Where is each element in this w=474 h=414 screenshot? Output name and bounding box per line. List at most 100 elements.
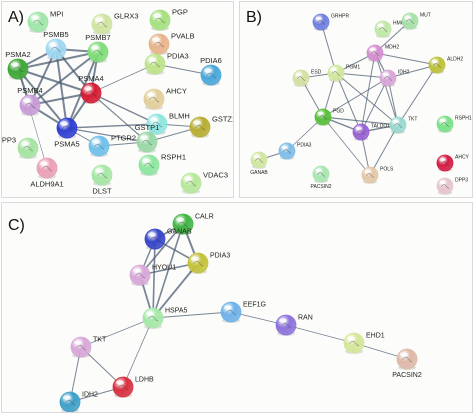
node-ahcy[interactable]: AHCY bbox=[436, 154, 470, 172]
node-label-calr: CALR bbox=[195, 214, 214, 221]
node-pvalb[interactable]: PVALB bbox=[148, 32, 195, 56]
protein-structure-icon bbox=[149, 96, 160, 103]
node-ball bbox=[436, 177, 454, 195]
node-label-gstp1: GSTP1 bbox=[135, 123, 160, 132]
node-label-ganab: GANAB bbox=[167, 229, 192, 236]
node-aldh2[interactable]: ALDH2 bbox=[428, 57, 463, 74]
node-glrx3[interactable]: GLRX3 bbox=[91, 12, 139, 36]
node-psma4[interactable]: PSMA4 bbox=[78, 74, 104, 104]
node-dpp3[interactable]: DPP3 bbox=[436, 177, 468, 195]
node-esd[interactable]: ESD bbox=[292, 69, 322, 87]
node-label-pacsin2: PACSIN2 bbox=[310, 184, 331, 190]
node-ball bbox=[292, 69, 310, 87]
node-calr[interactable]: CALR bbox=[172, 214, 214, 236]
node-ganab[interactable]: GANAB bbox=[250, 151, 268, 176]
node-tkt[interactable]: TKT bbox=[70, 337, 107, 359]
edges bbox=[17, 48, 212, 169]
node-label-mdh2: MDH2 bbox=[385, 45, 399, 51]
node-ldhb[interactable]: LDHB bbox=[112, 377, 154, 399]
node-psmb7[interactable]: PSMB7 bbox=[85, 33, 111, 63]
node-hmgb3[interactable]: HMGB3 bbox=[374, 20, 411, 38]
protein-structure-icon bbox=[76, 344, 87, 351]
edge-ganab-hspa5 bbox=[152, 238, 156, 319]
node-pacsin2[interactable]: PACSIN2 bbox=[310, 165, 332, 190]
node-label-pdia6: PDIA6 bbox=[200, 56, 222, 65]
node-gstp1[interactable]: GSTP1 bbox=[135, 123, 160, 153]
node-pdia3[interactable]: PDIA3 bbox=[187, 253, 230, 275]
node-label-pgm1: PGM1 bbox=[346, 65, 360, 71]
panel-c-letter: C) bbox=[8, 217, 25, 234]
node-label-psma4: PSMA4 bbox=[78, 74, 103, 83]
node-ball bbox=[136, 131, 158, 153]
protein-structure-icon bbox=[152, 121, 163, 128]
node-psmb5[interactable]: PSMB5 bbox=[43, 30, 69, 60]
node-dpp3[interactable]: DPP3 bbox=[2, 136, 39, 160]
node-ball bbox=[56, 117, 78, 139]
node-aldh9a1[interactable]: ALDH9A1 bbox=[30, 157, 64, 189]
node-rsph1[interactable]: RSPH1 bbox=[436, 116, 472, 133]
node-taldo1[interactable]: TALDO1 bbox=[352, 124, 390, 141]
node-pgm1[interactable]: PGM1 bbox=[327, 64, 360, 82]
node-mdh2[interactable]: MDH2 bbox=[366, 45, 399, 62]
node-label-glrx3: GLRX3 bbox=[114, 12, 139, 21]
protein-structure-icon bbox=[135, 272, 146, 279]
node-label-gstz1: GSTZ1 bbox=[212, 115, 234, 124]
node-ptgr2[interactable]: PTGR2 bbox=[88, 134, 136, 158]
node-blmh[interactable]: BLMH bbox=[146, 112, 190, 136]
node-rsph1[interactable]: RSPH1 bbox=[138, 153, 186, 177]
node-pdia6[interactable]: PDIA6 bbox=[200, 56, 222, 86]
protein-structure-icon bbox=[317, 172, 326, 177]
node-label-grhpr: GRHPR bbox=[331, 14, 349, 20]
edge-hspa5-ldhb bbox=[122, 317, 154, 388]
node-ball bbox=[220, 301, 242, 323]
node-psma2[interactable]: PSMA2 bbox=[5, 50, 31, 80]
node-idh2[interactable]: IDH2 bbox=[379, 70, 410, 87]
node-ball bbox=[7, 58, 29, 80]
edge-psmb7-psmb4 bbox=[29, 51, 99, 106]
node-label-ldhb: LDHB bbox=[135, 377, 154, 384]
node-hspa5[interactable]: HSPA5 bbox=[142, 308, 188, 330]
node-label-rsph1: RSPH1 bbox=[161, 153, 186, 162]
node-vdac3[interactable]: VDAC3 bbox=[180, 171, 228, 195]
node-gstz1[interactable]: GSTZ1 bbox=[189, 115, 234, 139]
node-pgd[interactable]: PGD bbox=[314, 109, 344, 126]
node-psmb4[interactable]: PSMB4 bbox=[17, 86, 43, 116]
node-psma5[interactable]: PSMA5 bbox=[54, 117, 80, 149]
node-ball bbox=[389, 116, 407, 134]
protein-structure-icon bbox=[317, 20, 326, 25]
node-ball bbox=[138, 154, 160, 176]
protein-structure-icon bbox=[441, 161, 450, 166]
node-label-psmb4: PSMB4 bbox=[17, 86, 42, 95]
node-mut[interactable]: MUT bbox=[401, 12, 431, 30]
node-ganab[interactable]: GANAB bbox=[144, 229, 192, 251]
node-ehd1[interactable]: EHD1 bbox=[343, 333, 385, 355]
protein-structure-icon bbox=[379, 27, 388, 32]
node-ran[interactable]: RAN bbox=[275, 315, 313, 337]
node-tkt[interactable]: TKT bbox=[389, 116, 417, 134]
edge-hspa5-tkt bbox=[80, 317, 154, 348]
node-dlst[interactable]: DLST bbox=[91, 164, 113, 196]
edge-ran-ehd1 bbox=[285, 324, 355, 344]
protein-structure-icon bbox=[406, 19, 415, 24]
node-ball bbox=[149, 9, 171, 31]
node-pols[interactable]: POLS bbox=[361, 166, 394, 184]
node-grhpr[interactable]: GRHPR bbox=[312, 13, 349, 31]
protein-structure-icon bbox=[357, 130, 366, 135]
node-hyou1[interactable]: HYOU1 bbox=[129, 265, 176, 287]
edge-mdh2-tkt bbox=[374, 52, 399, 126]
protein-structure-icon bbox=[371, 51, 380, 56]
protein-structure-icon bbox=[33, 19, 44, 26]
node-eef1g[interactable]: EEF1G bbox=[220, 301, 266, 324]
node-pacsin2[interactable]: PACSIN2 bbox=[392, 348, 422, 379]
edge-pgd-pols bbox=[322, 116, 371, 176]
node-mpi[interactable]: MPI bbox=[27, 10, 63, 34]
node-pdia3[interactable]: PDIA3 bbox=[278, 142, 312, 160]
node-pgp[interactable]: PGP bbox=[149, 8, 188, 32]
protein-structure-icon bbox=[148, 315, 159, 322]
node-ball bbox=[87, 41, 109, 63]
node-idh2[interactable]: IDH2 bbox=[59, 392, 98, 414]
node-ball bbox=[327, 64, 345, 82]
node-ahcy[interactable]: AHCY bbox=[143, 87, 187, 111]
node-pdia3[interactable]: PDIA3 bbox=[144, 52, 189, 76]
edge-mdh2-aldh2 bbox=[374, 52, 438, 66]
